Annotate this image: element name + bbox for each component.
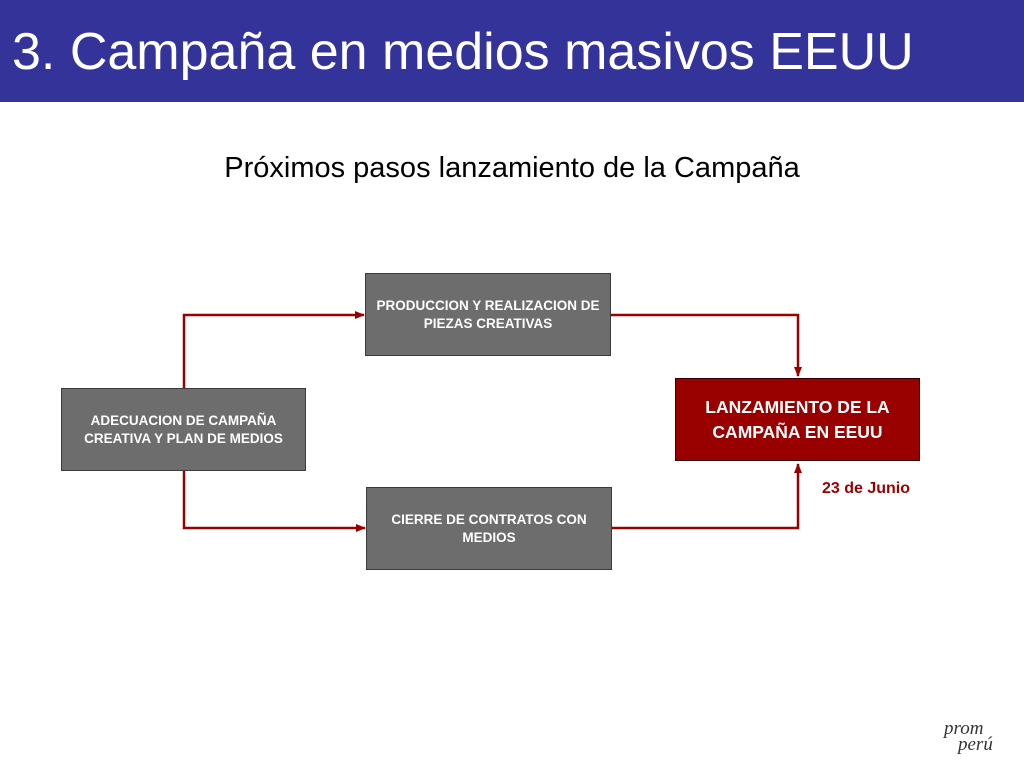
slide-subtitle: Próximos pasos lanzamiento de la Campaña [224, 152, 800, 184]
node-campaign-launch: LANZAMIENTO DE LA CAMPAÑA EN EEUU [675, 378, 920, 461]
logo-text-bottom: perú [958, 734, 993, 755]
slide-title: 3. Campaña en medios masivos EEUU [12, 23, 914, 81]
node-campaign-adaptation: ADECUACION DE CAMPAÑA CREATIVA Y PLAN DE… [61, 388, 306, 471]
connector-start-to-contracts [182, 471, 366, 532]
connector-production-to-launch [610, 313, 802, 377]
launch-date-label: 23 de Junio [821, 480, 911, 497]
promperu-logo: prom perú [938, 718, 1014, 758]
node-creative-production: PRODUCCION Y REALIZACION DE PIEZAS CREAT… [365, 273, 611, 356]
connector-start-to-production [182, 311, 365, 388]
connector-contracts-to-launch [611, 463, 802, 530]
title-bar: 3. Campaña en medios masivos EEUU [0, 0, 1024, 102]
logo-text-top: prom [944, 718, 984, 739]
node-media-contracts: CIERRE DE CONTRATOS CON MEDIOS [366, 487, 612, 570]
